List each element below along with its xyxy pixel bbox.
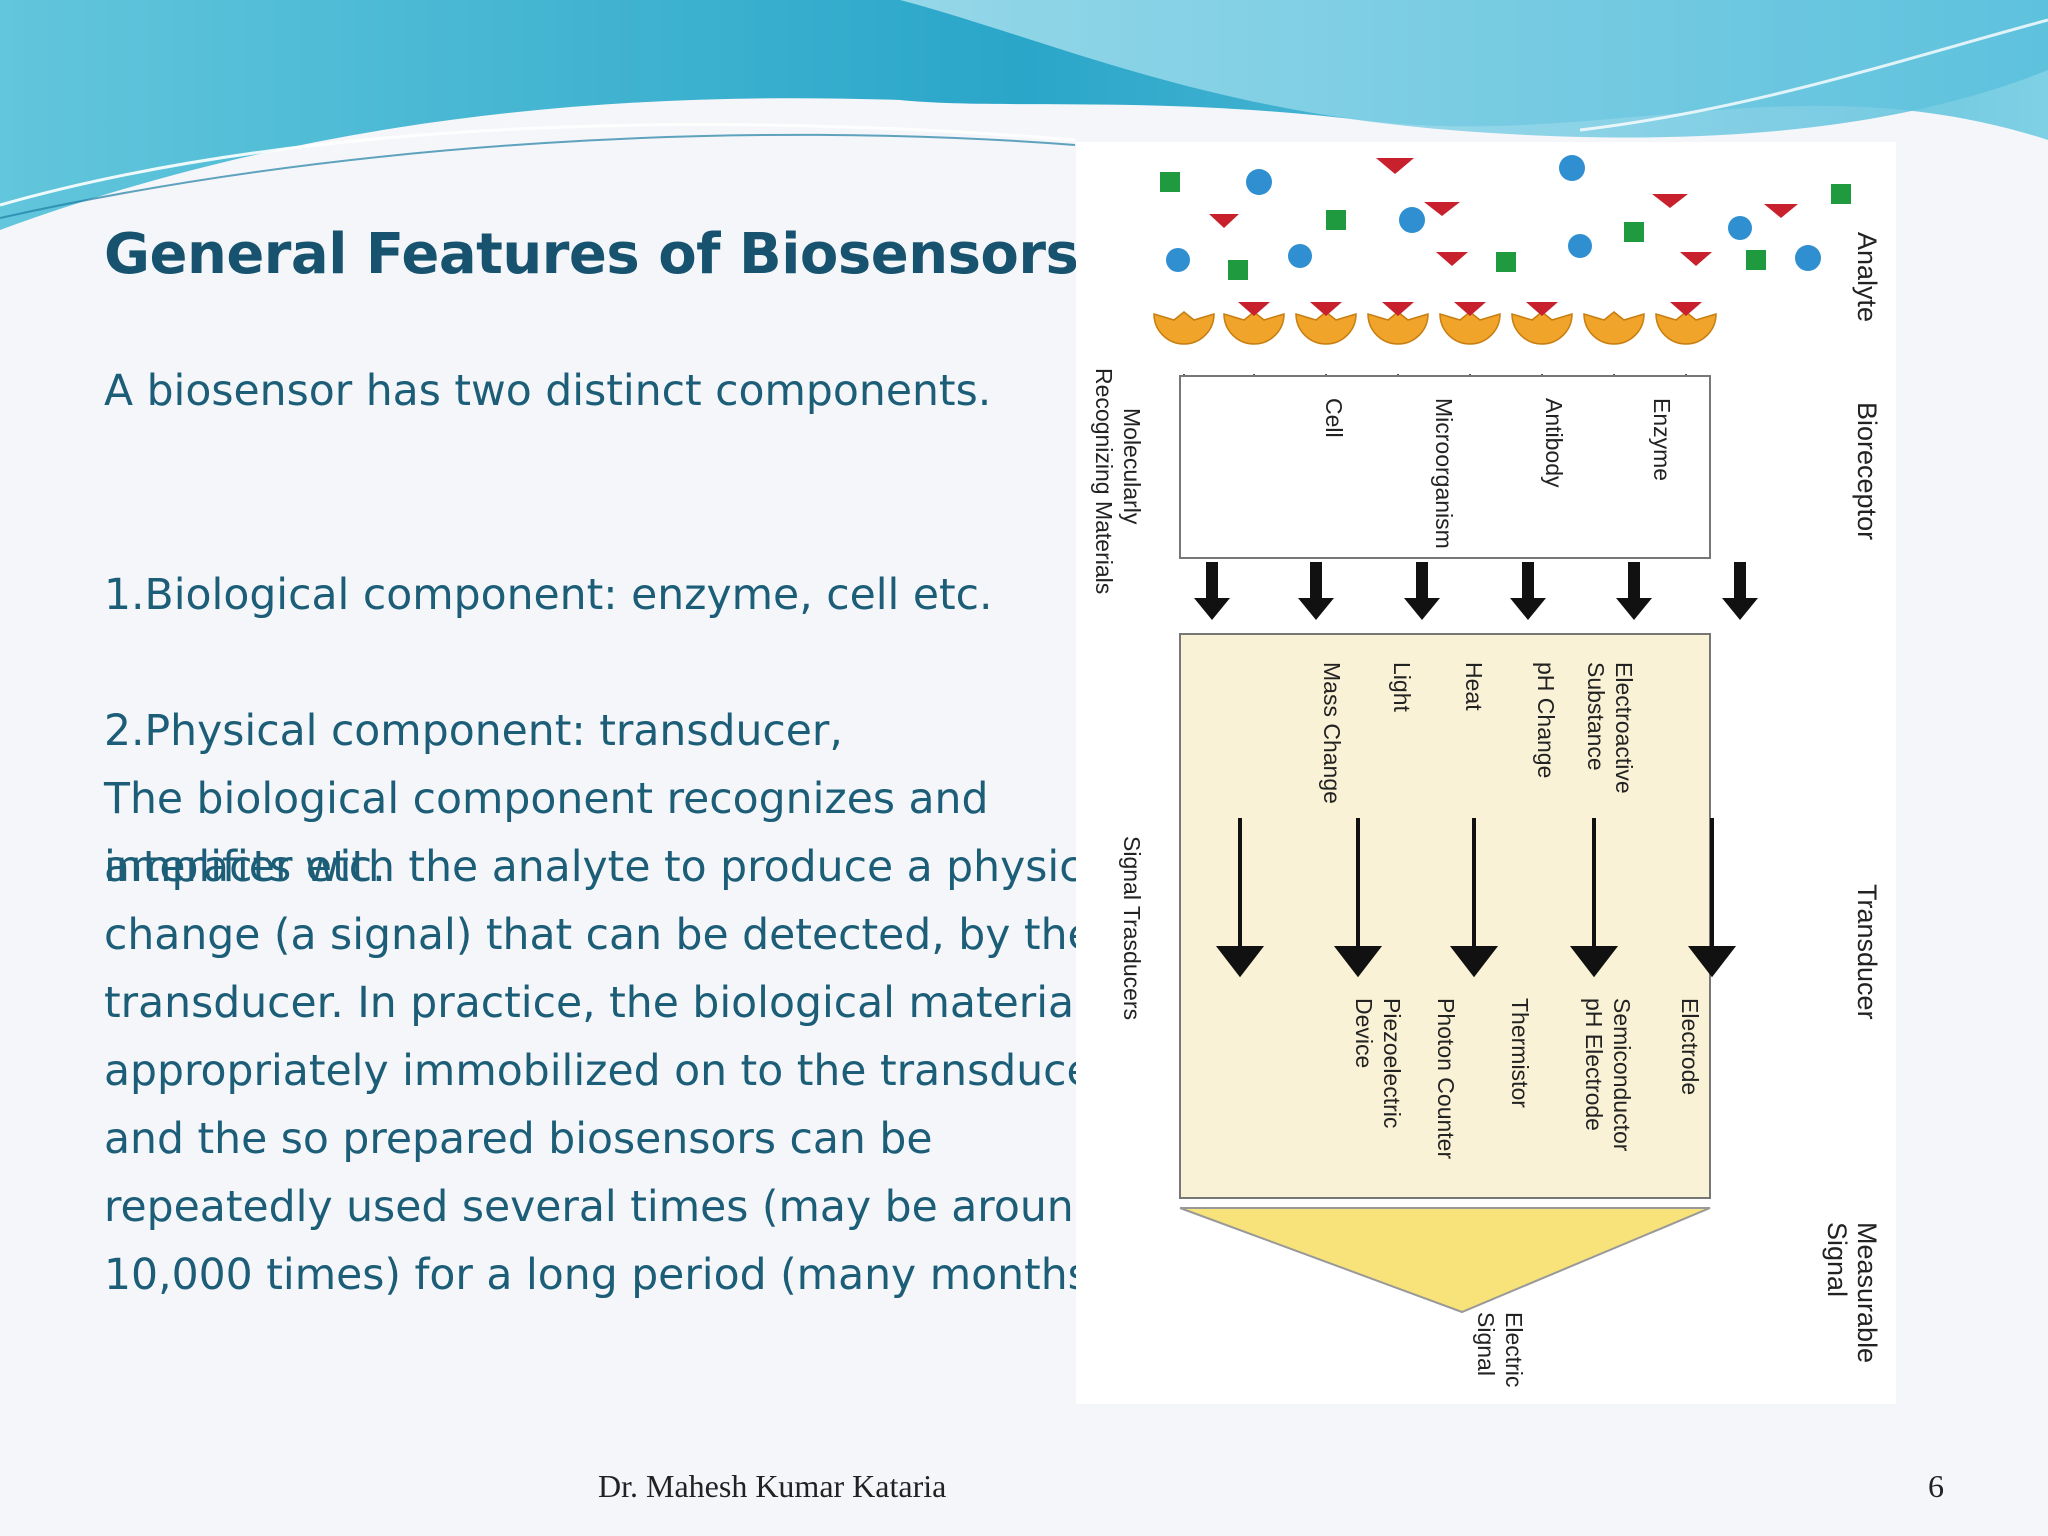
change-label-electroactive-1: Electroactive [1611,662,1637,794]
bioreceptor-label: Bioreceptor [1852,402,1882,540]
analyte-particles [1160,155,1851,280]
description-paragraph: The biological component recognizes and … [104,775,1134,1300]
electric-signal-label-2: Signal [1473,1312,1499,1376]
transducer-label: Transducer [1852,884,1882,1020]
signal-funnel [1179,1207,1711,1314]
analyte-label: Analyte [1852,232,1882,322]
list-item: 1.Biological component: enzyme, cell etc… [104,571,993,620]
page-number: 6 [1928,1468,1944,1504]
device-label-thermistor: Thermistor [1507,998,1533,1108]
bioreceptor-label-cell: Cell [1321,398,1347,438]
change-label-electroactive-2: Substance [1583,662,1609,771]
molecularly-label-2: Recognizing Materials [1091,368,1117,594]
electric-signal-label-1: Electric [1501,1312,1527,1387]
signal-transducers-label: Signal Trasducers [1119,836,1145,1020]
bioreceptor-label-microorganism: Microorganism [1431,398,1457,549]
device-label-piezo-1: Piezoelectric [1379,998,1405,1128]
list-item: amplifier etc. [104,843,386,892]
intro-text: A biosensor has two distinct components. [104,367,992,416]
device-label-semiconductor: Semiconductor [1609,998,1635,1152]
device-label-piezo-2: Device [1351,998,1377,1068]
change-label-light: Light [1389,662,1415,712]
bound-analytes [1238,302,1702,316]
device-label-photon: Photon Counter [1433,998,1459,1159]
slide-title: General Features of Biosensors: [104,222,1101,287]
device-label-ph-electrode: pH Electrode [1581,998,1607,1131]
bioreceptor-label-enzyme: Enzyme [1649,398,1675,481]
header-wave-decoration [0,0,2048,230]
transducer-arrows [1215,818,1737,978]
footer-author: Dr. Mahesh Kumar Kataria [598,1468,947,1504]
bioreceptor-box [1179,375,1711,559]
list-item: 2.Physical component: transducer, [104,707,843,756]
measurable-signal-label-2: Signal [1822,1222,1852,1297]
biosensor-diagram: Cell Microorganism Antibody Enzyme Mass … [1076,142,1896,1404]
change-label-mass: Mass Change [1319,662,1345,804]
change-label-ph: pH Change [1533,662,1559,778]
bioreceptor-cups [1153,311,1717,345]
component-list: 1.Biological component: enzyme, cell etc… [104,494,1084,970]
molecularly-label-1: Molecularly [1119,408,1145,525]
change-label-heat: Heat [1461,662,1487,711]
device-label-electrode: Electrode [1677,998,1703,1095]
receptor-to-transducer-arrows [1194,562,1758,620]
measurable-signal-label-1: Measurable [1852,1222,1882,1363]
bioreceptor-label-antibody: Antibody [1541,398,1567,488]
